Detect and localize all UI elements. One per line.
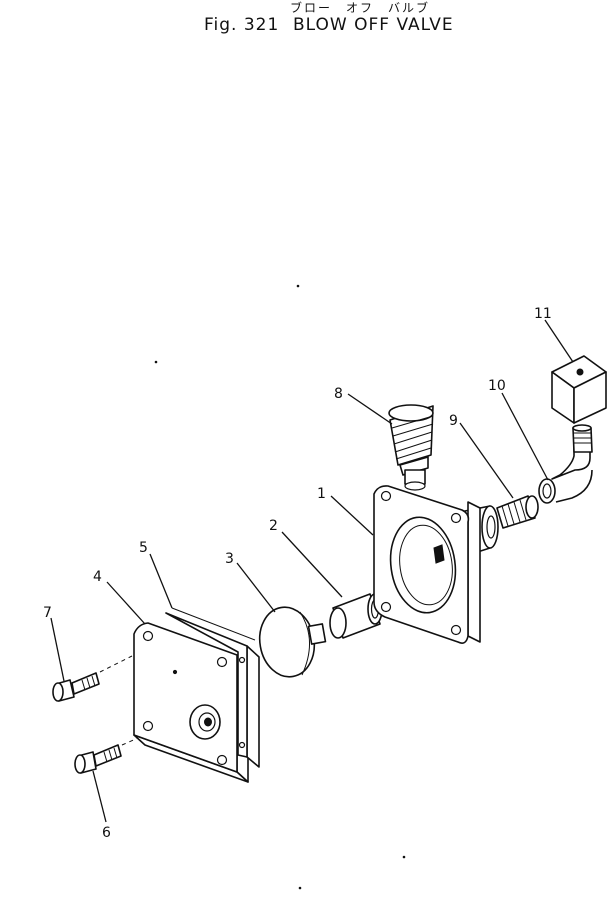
part-11-cap xyxy=(551,355,607,424)
part-9-nipple xyxy=(496,495,539,529)
part-5-gasket xyxy=(165,607,260,768)
figure-number: Fig. 321 xyxy=(204,15,279,35)
title-katakana: ブロー オフ バルブ xyxy=(290,0,430,15)
callout-2: 2 xyxy=(269,518,278,534)
figure-name: BLOW OFF VALVE xyxy=(293,15,454,35)
leader-lines xyxy=(50,319,574,823)
part-4-cover-plate xyxy=(133,622,249,783)
callout-1: 1 xyxy=(317,486,326,502)
callout-6: 6 xyxy=(102,825,111,841)
figure-title: ブロー オフ バルブ Fig. 321 BLOW OFF VALVE xyxy=(204,0,454,35)
callout-numbers: 1 2 3 4 5 6 7 8 9 10 11 xyxy=(43,306,552,841)
callout-11: 11 xyxy=(534,306,552,322)
part-6-bolt xyxy=(74,744,122,774)
part-2-sleeve xyxy=(329,593,383,639)
part-3-diaphragm xyxy=(258,606,327,678)
part-10-elbow xyxy=(538,424,593,504)
part-1-valve-body xyxy=(373,485,499,644)
part-8-strainer xyxy=(388,404,434,491)
callout-10: 10 xyxy=(488,378,506,394)
callout-3: 3 xyxy=(225,551,234,567)
callout-8: 8 xyxy=(334,386,343,402)
scan-specks xyxy=(154,284,406,890)
callout-9: 9 xyxy=(449,413,458,429)
callout-7: 7 xyxy=(43,605,52,621)
callout-5: 5 xyxy=(139,540,148,556)
callout-4: 4 xyxy=(93,569,102,585)
part-7-bolt xyxy=(52,672,100,702)
